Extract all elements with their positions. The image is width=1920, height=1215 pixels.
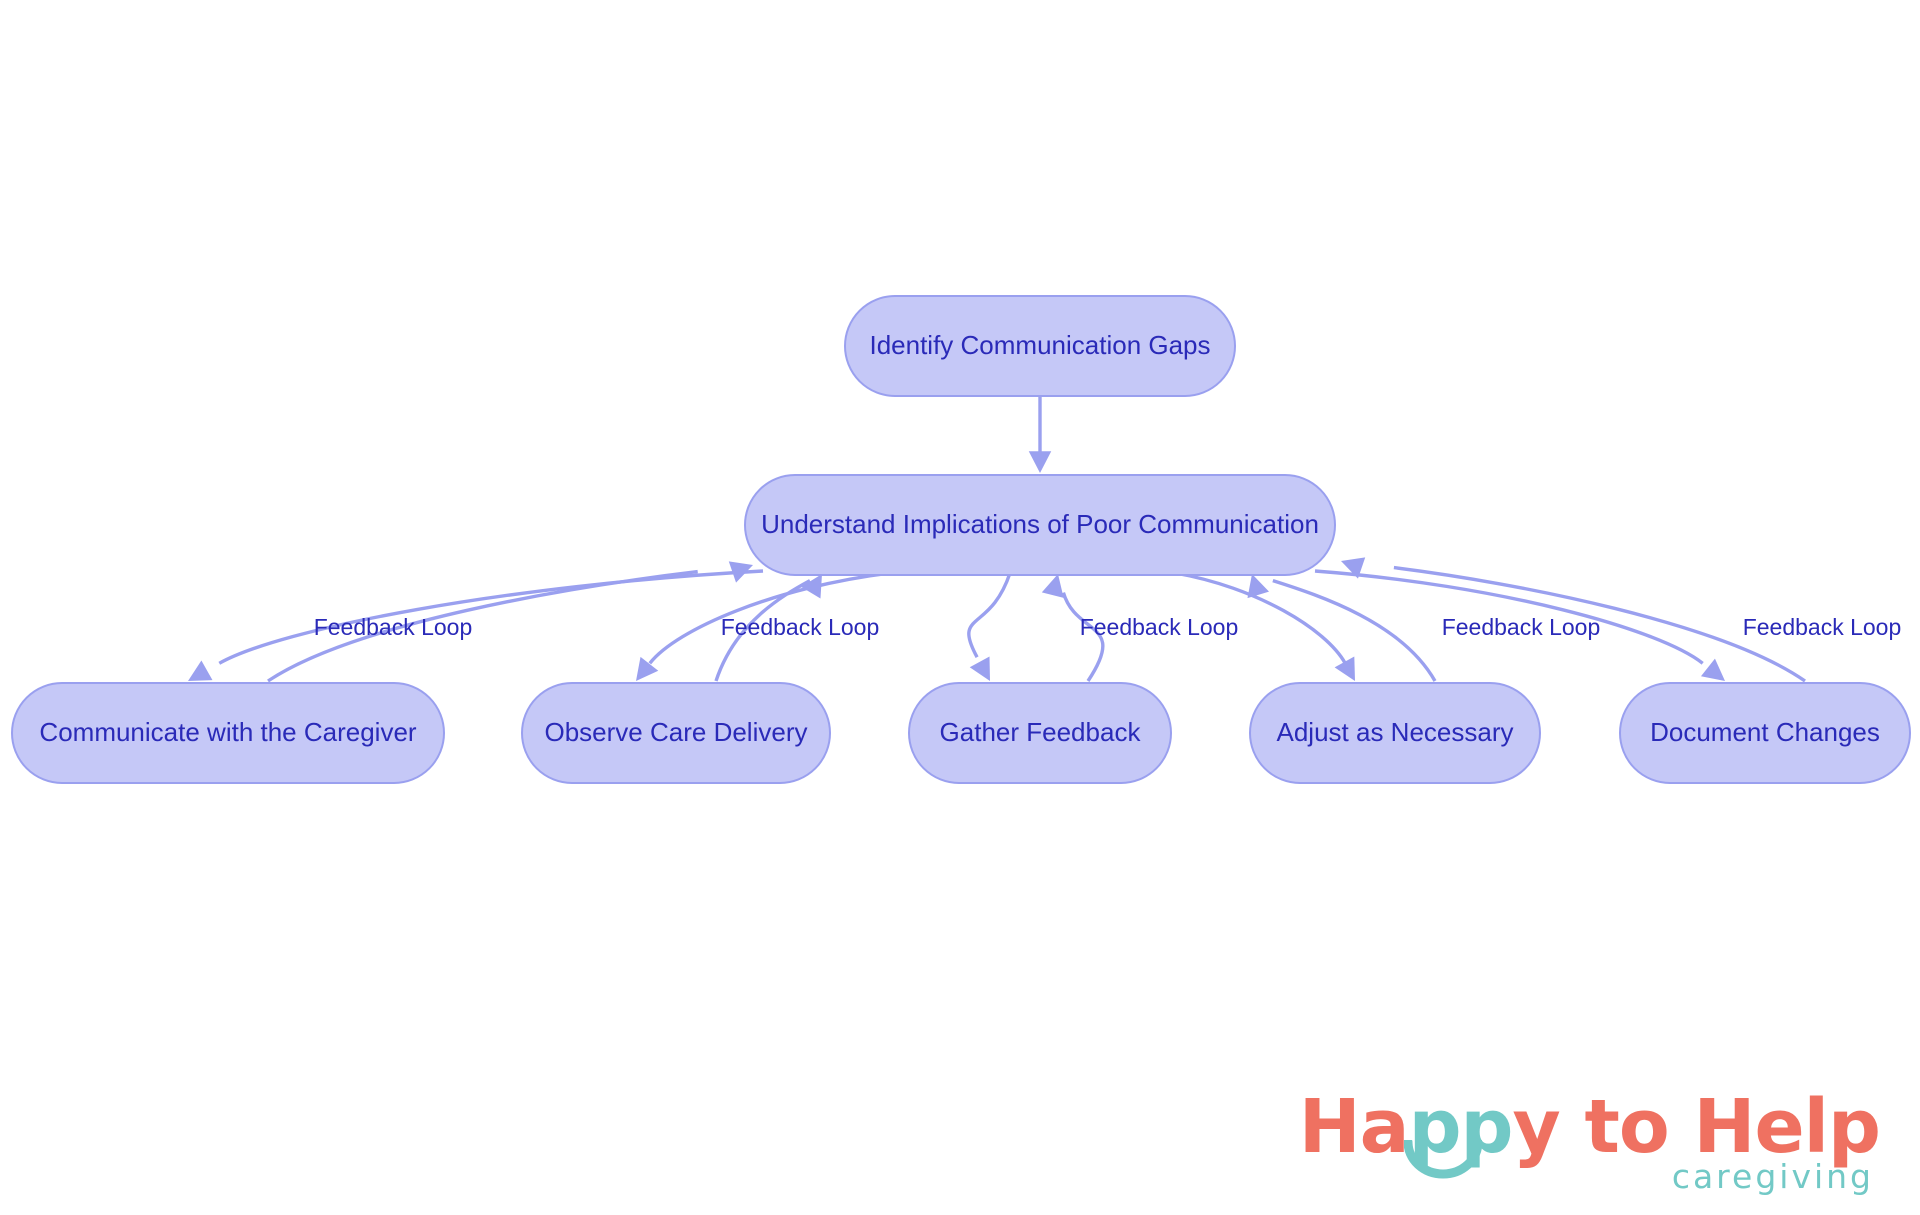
node-label: Adjust as Necessary: [1277, 717, 1514, 747]
node-label: Observe Care Delivery: [545, 717, 808, 747]
brand-logo: Happy to Help caregiving: [1299, 1090, 1881, 1196]
flow-node-gather[interactable]: Gather Feedback: [908, 682, 1172, 784]
flow-node-document[interactable]: Document Changes: [1619, 682, 1911, 784]
edge-document-to-understand: [1341, 557, 1806, 683]
smile-arc-icon: [1403, 1140, 1482, 1179]
edge-understand-to-adjust: [1174, 571, 1355, 681]
logo-text-to-word: to: [1584, 1084, 1670, 1170]
edge-observe-to-understand: [714, 574, 822, 682]
node-shape: [1619, 682, 1911, 784]
arrowhead-icon: [1334, 656, 1355, 681]
arrowhead-icon: [1341, 557, 1366, 579]
edge-identify-to-understand: [1028, 396, 1052, 473]
edge-adjust-to-understand: [1247, 574, 1437, 682]
logo-text-help: Help: [1693, 1084, 1881, 1170]
node-label: Identify Communication Gaps: [869, 330, 1210, 360]
arrowhead-icon: [969, 656, 990, 681]
node-label: Understand Implications of Poor Communic…: [761, 509, 1319, 539]
edges-layer: [188, 396, 1806, 683]
arrowhead-icon: [1028, 451, 1052, 473]
logo-wordmark: Happy to Help: [1299, 1090, 1881, 1179]
edge-understand-to-gather: [967, 572, 1012, 681]
logo-tagline: caregiving: [1671, 1157, 1874, 1196]
arrowhead-icon: [188, 660, 213, 681]
arrowhead-icon: [728, 561, 753, 583]
edge-understand-to-document: [1314, 569, 1725, 681]
node-label: Communicate with the Caregiver: [39, 717, 416, 747]
node-label: Document Changes: [1650, 717, 1880, 747]
arrowhead-icon: [636, 656, 659, 681]
edge-labels-layer: Feedback Loop Feedback Loop Feedback Loop F…: [314, 614, 1902, 640]
edge-label-feedback-loop-2: Feedback Loop: [721, 614, 880, 640]
node-shape: [1249, 682, 1541, 784]
flow-node-observe[interactable]: Observe Care Delivery: [521, 682, 831, 784]
logo-space-2: [1669, 1084, 1694, 1170]
edge-communicate-to-understand: [267, 561, 753, 683]
edge-label-feedback-loop-3: Feedback Loop: [1080, 614, 1239, 640]
edge-understand-to-communicate: [188, 569, 764, 681]
node-label: Gather Feedback: [940, 717, 1142, 747]
flow-node-communicate[interactable]: Communicate with the Caregiver: [11, 682, 445, 784]
arrowhead-icon: [801, 574, 822, 599]
logo-text-ha: Ha: [1298, 1084, 1410, 1170]
edge-understand-to-observe: [636, 571, 891, 681]
logo-text-y: y: [1512, 1084, 1561, 1170]
node-shape: [744, 474, 1336, 576]
edge-label-feedback-loop-1: Feedback Loop: [314, 614, 473, 640]
logo-text-pp: pp: [1408, 1084, 1514, 1170]
edge-gather-to-understand: [1041, 574, 1105, 682]
edge-label-feedback-loop-4: Feedback Loop: [1442, 614, 1601, 640]
arrowhead-icon: [1247, 574, 1270, 599]
flow-node-understand[interactable]: Understand Implications of Poor Communic…: [744, 474, 1336, 576]
arrowhead-icon: [1041, 574, 1064, 598]
node-shape: [844, 295, 1236, 397]
flow-node-adjust[interactable]: Adjust as Necessary: [1249, 682, 1541, 784]
logo-text-to: [1560, 1084, 1585, 1170]
node-shape: [908, 682, 1172, 784]
flow-node-identify[interactable]: Identify Communication Gaps: [844, 295, 1236, 397]
edge-label-feedback-loop-5: Feedback Loop: [1743, 614, 1902, 640]
node-shape: [521, 682, 831, 784]
node-shape: [11, 682, 445, 784]
arrowhead-icon: [1700, 658, 1725, 681]
